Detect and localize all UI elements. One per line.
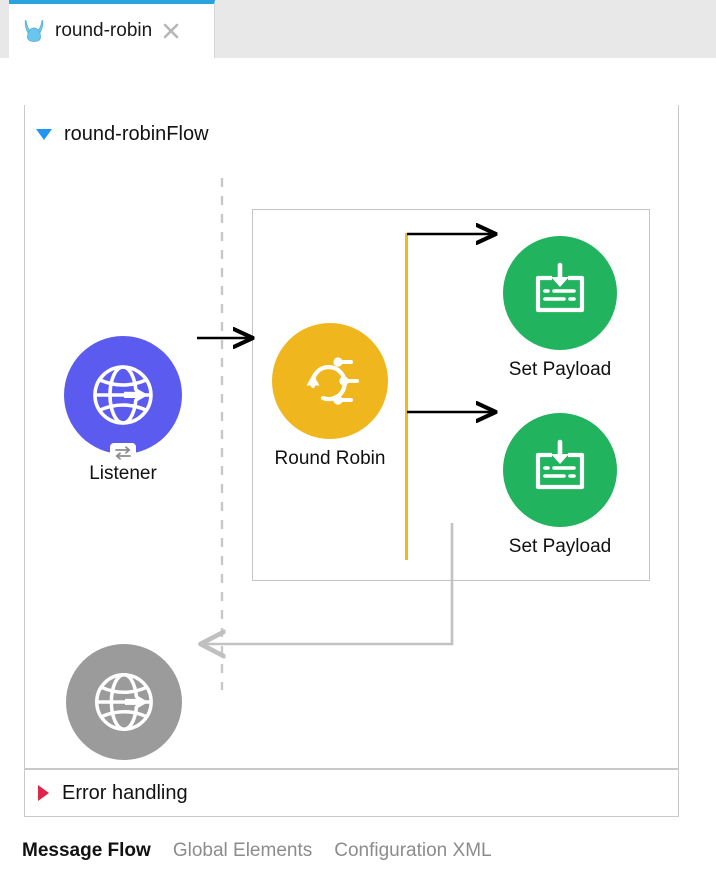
node-set-payload-2[interactable]: Set Payload <box>503 413 617 558</box>
close-icon[interactable] <box>161 21 181 41</box>
node-round-robin-circle[interactable] <box>272 323 388 439</box>
flow-canvas[interactable]: round-robinFlow <box>0 58 716 818</box>
tab-configuration-xml[interactable]: Configuration XML <box>334 840 492 861</box>
editor-tab-round-robin[interactable]: round-robin <box>9 0 215 58</box>
exchange-icon <box>110 443 136 463</box>
tab-global-elements[interactable]: Global Elements <box>172 840 313 861</box>
node-set-payload-1-label: Set Payload <box>508 359 612 380</box>
bottom-tab-bar: Message Flow Global Elements Configurati… <box>0 818 716 884</box>
node-listener-circle[interactable] <box>64 336 182 463</box>
error-handling-section[interactable]: Error handling <box>24 769 679 817</box>
flow-header: round-robinFlow <box>25 111 678 157</box>
globe-arrow-icon <box>95 673 153 731</box>
node-set-payload-2-circle[interactable] <box>503 413 617 527</box>
node-response-circle[interactable] <box>66 644 182 760</box>
round-robin-icon <box>306 357 359 405</box>
flow-title: round-robinFlow <box>64 122 209 145</box>
triangle-right-icon[interactable] <box>38 785 49 801</box>
mule-icon <box>21 18 47 44</box>
node-listener[interactable]: Listener <box>64 336 182 485</box>
round-robin-route-bar <box>405 233 408 560</box>
node-round-robin-label: Round Robin <box>274 448 386 469</box>
node-response[interactable] <box>66 644 182 760</box>
node-set-payload-2-label: Set Payload <box>508 536 612 557</box>
set-payload-icon <box>535 262 585 313</box>
error-handling-label: Error handling <box>62 781 188 804</box>
node-set-payload-1-circle[interactable] <box>503 236 617 350</box>
editor-tab-bar: round-robin <box>0 0 716 59</box>
set-payload-icon <box>535 439 585 490</box>
globe-arrow-icon <box>93 365 153 425</box>
node-set-payload-1[interactable]: Set Payload <box>503 236 617 381</box>
triangle-down-icon[interactable] <box>36 128 52 140</box>
node-listener-label: Listener <box>89 463 157 484</box>
tab-message-flow[interactable]: Message Flow <box>22 840 151 861</box>
editor-tab-label: round-robin <box>55 20 153 41</box>
node-round-robin[interactable]: Round Robin <box>272 323 388 470</box>
